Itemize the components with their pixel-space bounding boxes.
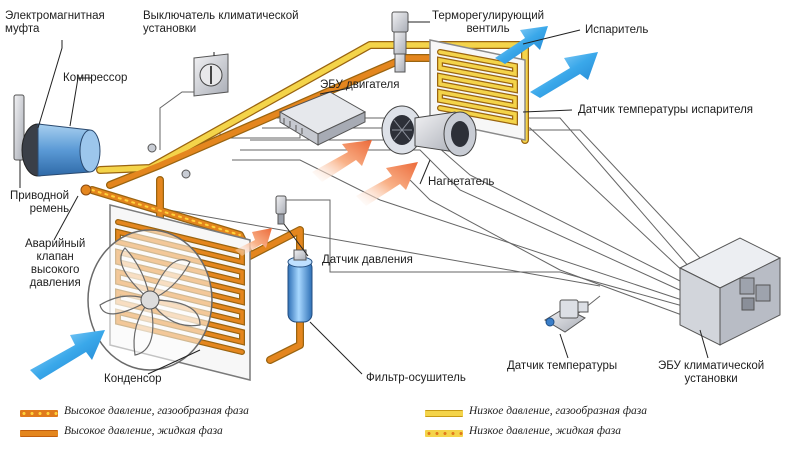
label-thermo-valve: Терморегулирующий вентиль: [432, 10, 545, 35]
label-compressor: Компрессор: [63, 72, 128, 84]
wire-pressure: [285, 199, 691, 309]
climate-ecu: [678, 237, 782, 346]
label-condenser: Конденсор: [104, 373, 162, 385]
label-climate-switch: Выключатель климатической установки: [143, 10, 299, 35]
condenser: [87, 204, 251, 381]
cold-air-in-arrow: [30, 330, 105, 380]
label-drive-belt: Приводной ремень: [10, 190, 70, 215]
wire-switch: [159, 91, 200, 150]
blower: [381, 105, 477, 157]
legend-high-gas: Высокое давление, газообразная фаза: [64, 405, 249, 417]
label-clutch: Электромагнитная муфта: [5, 10, 105, 35]
thermostatic-valve: [391, 11, 409, 73]
wire-1: [270, 117, 691, 269]
low-pressure-line: [97, 42, 408, 173]
warm-air-arrow-1: [312, 140, 372, 182]
label-relief-valve: Аварийный клапан высокого давления: [25, 238, 86, 289]
label-temp-sensor: Датчик температуры: [507, 360, 618, 372]
cold-air-out-arrow-1: [495, 26, 548, 64]
legend-swatch-low-gas: [425, 410, 463, 417]
warm-air-arrow-2: [356, 162, 418, 206]
leader-lines: [19, 21, 709, 375]
legend-low-gas: Низкое давление, газообразная фаза: [469, 405, 648, 417]
filter-dryer-part: [287, 249, 313, 323]
wire-3: [250, 139, 687, 285]
label-engine-ecu: ЭБУ двигателя: [320, 79, 400, 91]
legend-swatch-high-gas: [20, 410, 58, 417]
legend-high-liquid: Высокое давление, жидкая фаза: [64, 425, 223, 437]
hot-air-arrow: [235, 228, 272, 256]
pressure-sensor-part: [147, 143, 287, 225]
temperature-sensor-part: [544, 299, 589, 333]
wire-blower: [409, 179, 691, 319]
legend-low-liquid: Низкое давление, жидкая фаза: [469, 425, 621, 437]
label-blower: Нагнетатель: [428, 176, 495, 188]
legend-swatch-high-liquid: [20, 430, 58, 437]
airflow-arrows: [30, 26, 598, 380]
wire-4: [240, 149, 685, 293]
engine-ecu: [278, 91, 367, 146]
compressor: [13, 94, 101, 196]
wire-evap-sensor: [520, 129, 701, 259]
label-evap-temp-sensor: Датчик температуры испарителя: [578, 104, 754, 116]
label-pressure-sensor: Датчик давления: [322, 254, 413, 266]
label-climate-ecu: ЭБУ климатической установки: [658, 360, 765, 385]
wire-5: [232, 159, 683, 301]
label-filter-dryer: Фильтр-осушитель: [366, 372, 466, 384]
drive-belt: [13, 94, 25, 161]
label-evaporator: Испаритель: [585, 24, 649, 36]
cold-air-out-arrow-2: [530, 52, 598, 98]
relief-valve: [80, 184, 92, 196]
climate-switch: [193, 53, 229, 97]
legend-swatch-low-liquid: [425, 430, 463, 437]
